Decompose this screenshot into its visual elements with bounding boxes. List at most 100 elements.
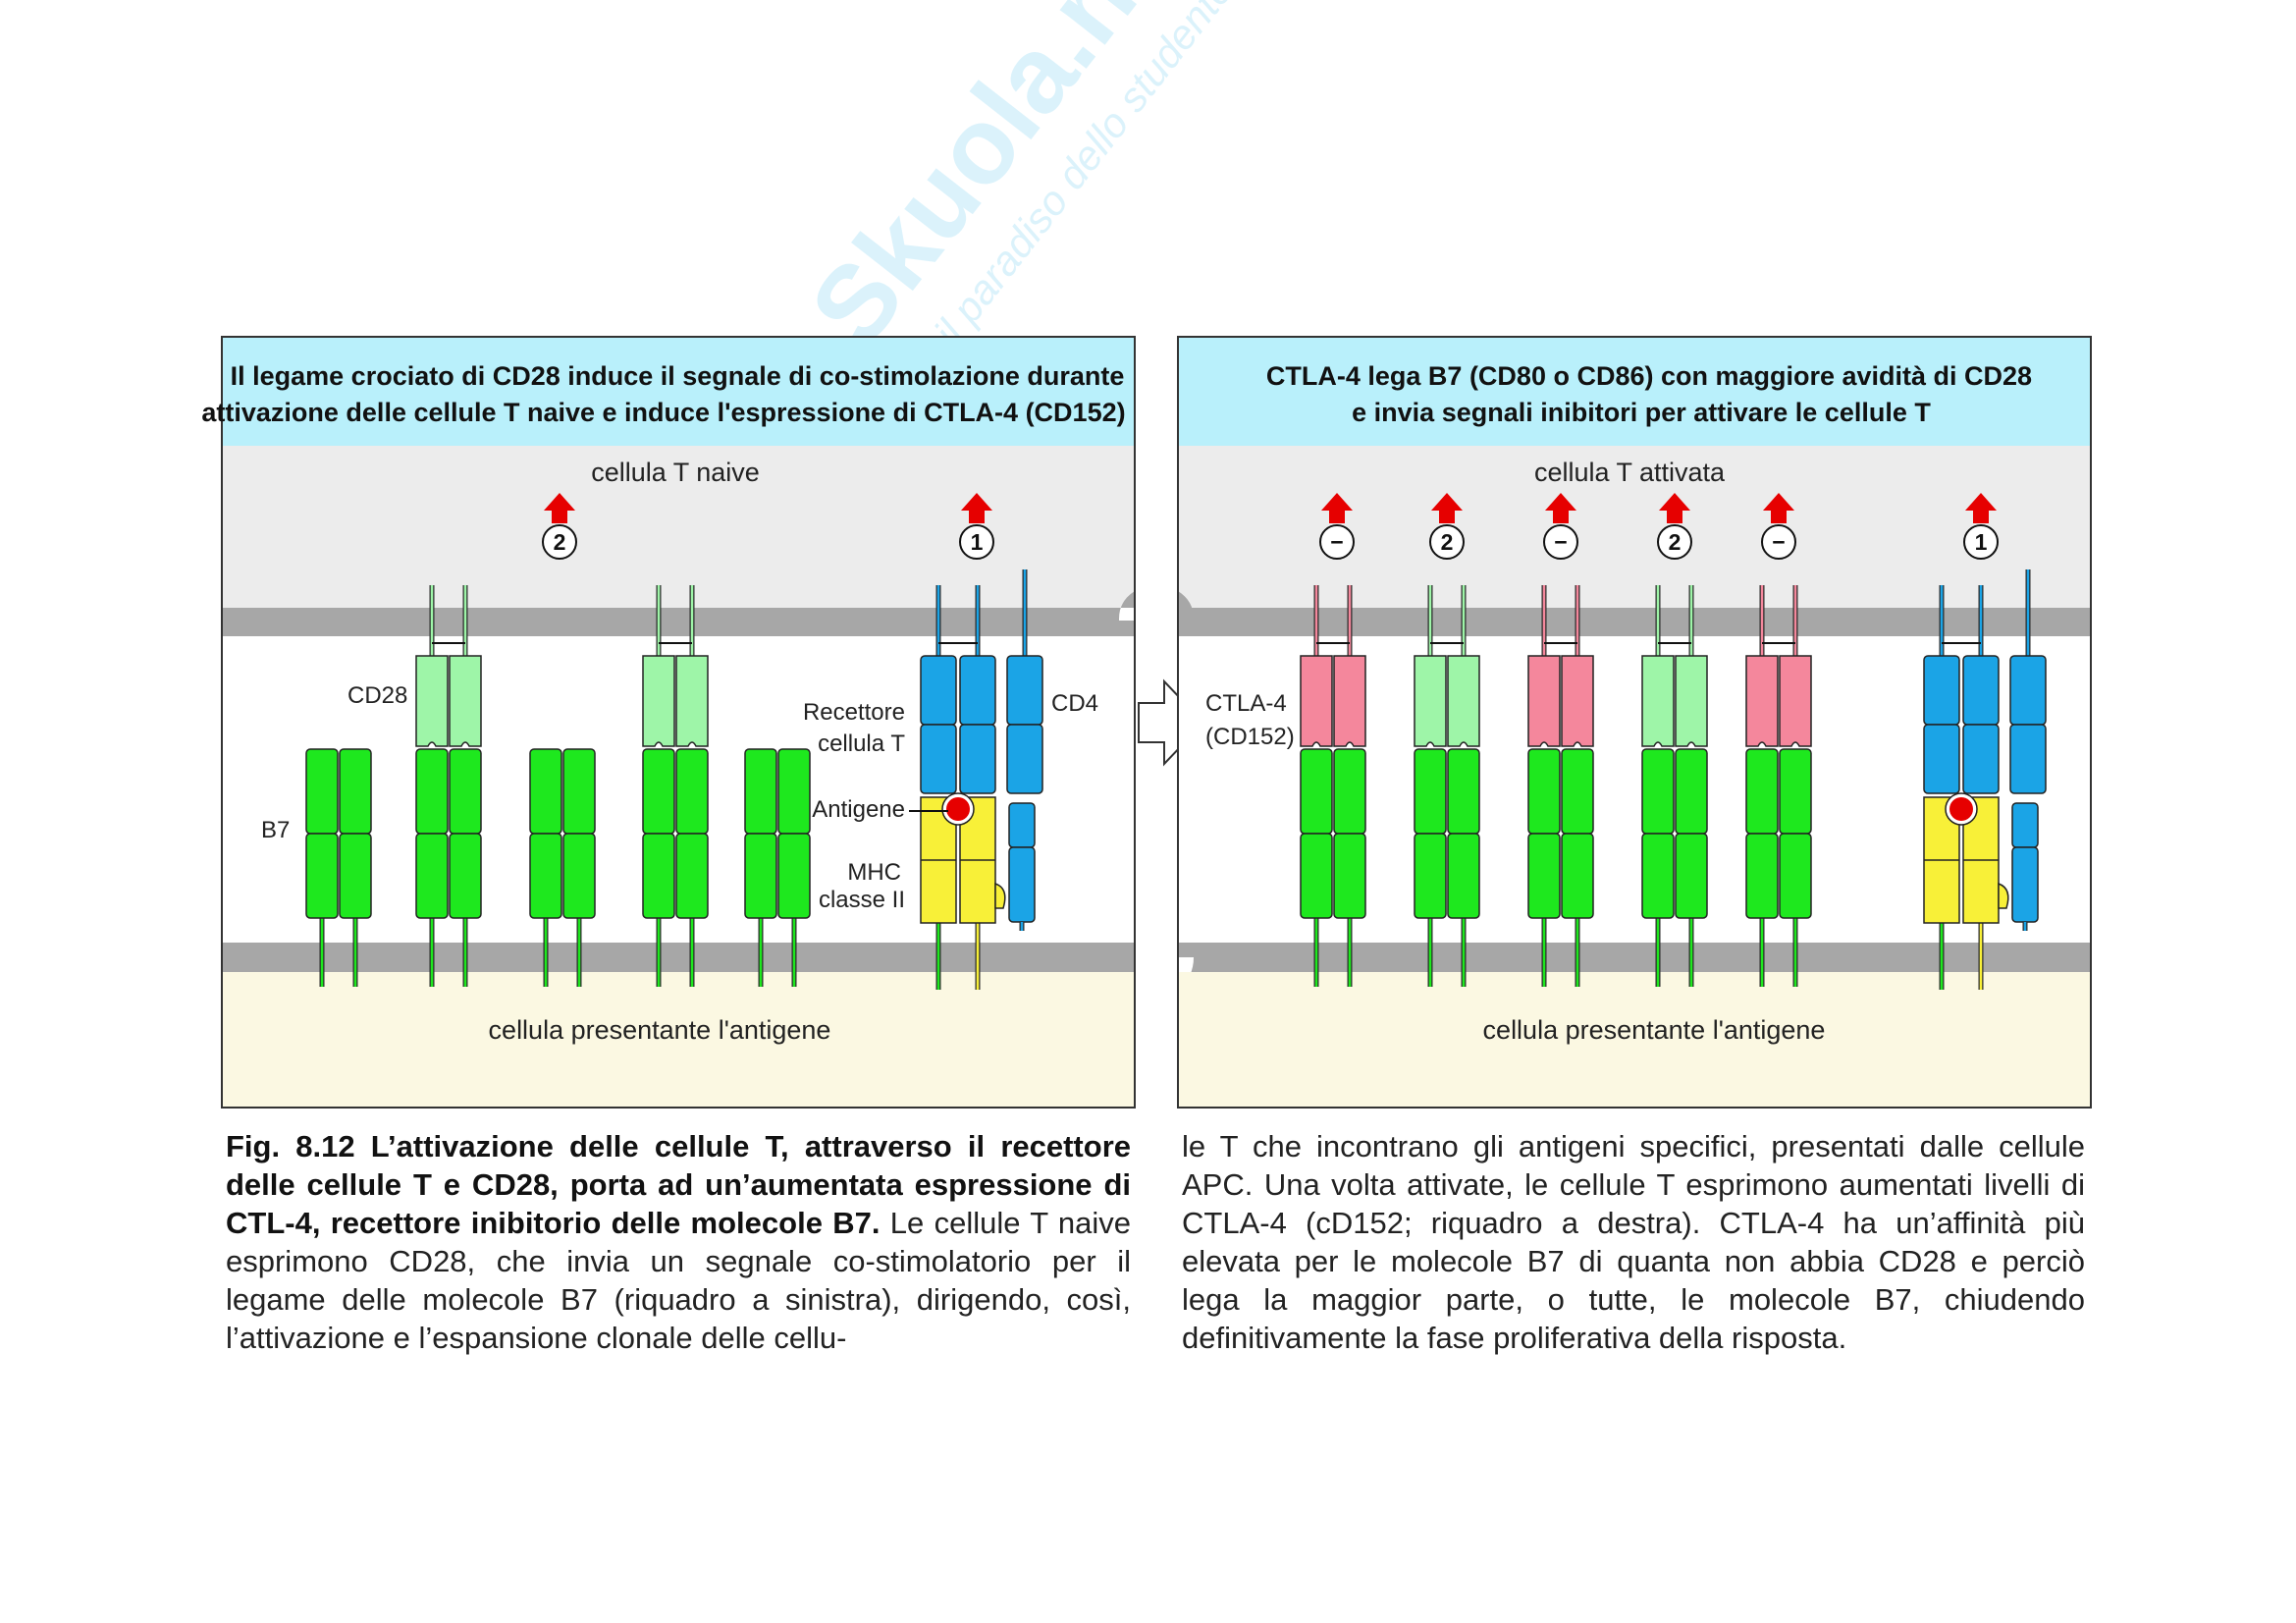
b7-domain <box>339 833 372 919</box>
b7-domain <box>529 748 562 835</box>
left-apc-membrane <box>222 943 1135 972</box>
caption-right: le T che incontrano gli antigeni specifi… <box>1182 1129 2085 1355</box>
tcr-domain <box>1962 724 2000 794</box>
ctla4-molecule <box>1527 585 1594 747</box>
b7-domain <box>1527 833 1561 919</box>
b7-domain <box>415 833 449 919</box>
b7-molecule <box>1300 748 1366 987</box>
b7-domain <box>1561 833 1594 919</box>
mhc-bump <box>1998 882 2009 909</box>
right-apc-cell <box>1178 972 2091 1108</box>
b7-domain <box>744 748 777 835</box>
right-panel <box>1178 337 2091 1108</box>
b7-molecule <box>1641 748 1708 987</box>
signal-arrow-icon <box>544 493 575 523</box>
tcr-domain <box>1962 655 2000 726</box>
signal-label: − <box>1772 529 1785 555</box>
right-title-bar <box>1178 337 2091 446</box>
tcr-complex <box>920 569 1043 990</box>
left-top-cell-label: cellula T naive <box>591 458 760 487</box>
ctla4-molecule-domain <box>1561 655 1594 747</box>
mhc-label-line2: classe II <box>819 887 905 913</box>
b7-domain <box>1641 833 1675 919</box>
ctla4-label-line1: CTLA-4 <box>1205 690 1287 717</box>
cd28-molecule-domain <box>449 655 482 747</box>
signal-circle <box>959 524 994 560</box>
b7-domain <box>675 748 709 835</box>
cd28-molecule-domain <box>675 655 709 747</box>
b7-molecule <box>415 748 482 987</box>
caption-left: Fig. 8.12 L’attivazione delle cellule T,… <box>226 1127 1131 1357</box>
b7-domain <box>642 748 675 835</box>
signal-circle <box>1761 524 1796 560</box>
signal-indicator: − <box>1543 493 1578 560</box>
b7-molecule <box>529 748 596 987</box>
signal-label: − <box>1330 529 1343 555</box>
b7-domain <box>744 833 777 919</box>
cd28-molecule-domain <box>1414 655 1447 747</box>
b7-domain <box>305 833 339 919</box>
b7-domain <box>777 748 811 835</box>
b7-domain <box>777 833 811 919</box>
signal-circle <box>1543 524 1578 560</box>
b7-domain <box>1447 748 1480 835</box>
b7-domain <box>1641 748 1675 835</box>
b7-domain <box>415 748 449 835</box>
b7-domain <box>1414 748 1447 835</box>
left-apc-cell <box>222 972 1135 1108</box>
b7-domain <box>1447 833 1480 919</box>
signal-arrow-icon <box>961 493 992 523</box>
b7-domain <box>1333 833 1366 919</box>
tcr-domain <box>959 724 996 794</box>
signal-arrow-icon <box>1763 493 1794 523</box>
cd4-domain <box>1006 655 1043 726</box>
b7-domain <box>675 833 709 919</box>
b7-domain <box>1675 833 1708 919</box>
b7-domain <box>1779 748 1812 835</box>
caption-left-text: Le cellule T naive esprimono CD28, che i… <box>226 1206 1131 1355</box>
antigen-dot <box>1949 797 1973 821</box>
signal-circle <box>1319 524 1355 560</box>
right-top-cell-label: cellula T attivata <box>1534 458 1726 487</box>
cd28-molecule-domain <box>1447 655 1480 747</box>
b7-domain <box>339 748 372 835</box>
left-panel <box>222 337 1135 1108</box>
b7-molecule <box>642 748 709 987</box>
right-title-line2: e invia segnali inibitori per attivare l… <box>1352 398 1931 427</box>
right-t-membrane <box>1178 591 2091 636</box>
b7-domain <box>1300 748 1333 835</box>
cd28-molecule-domain <box>415 655 449 747</box>
cd4-label: CD4 <box>1051 690 1098 717</box>
signal-arrow-icon <box>1431 493 1463 523</box>
b7-domain <box>1527 748 1561 835</box>
right-bottom-cell-label: cellula presentante l'antigene <box>1483 1015 1826 1045</box>
b7-domain <box>1745 748 1779 835</box>
left-t-membrane <box>222 591 1135 636</box>
signal-arrow-icon <box>1965 493 1997 523</box>
cd28-molecule-domain <box>1641 655 1675 747</box>
cd4-domain <box>1006 724 1043 794</box>
signal-indicator: 1 <box>959 493 994 560</box>
cd28-molecule <box>1641 585 1708 747</box>
cd28-molecule <box>642 585 709 747</box>
signal-arrow-icon <box>1659 493 1690 523</box>
b7-molecule <box>1745 748 1812 987</box>
tcr-label-line1: Recettore <box>803 699 905 726</box>
cd28-molecule <box>415 585 482 747</box>
right-apc-membrane <box>1178 943 2091 992</box>
ctla4-molecule <box>1300 585 1366 747</box>
cd28-label: CD28 <box>347 682 407 709</box>
signal-indicator: − <box>1319 493 1355 560</box>
ctla4-molecule-domain <box>1333 655 1366 747</box>
b7-domain <box>562 833 596 919</box>
caption-bold: Fig. 8.12 L’attivazione delle cellule T,… <box>226 1129 1131 1240</box>
ctla4-molecule <box>1745 585 1812 747</box>
b7-domain <box>1333 748 1366 835</box>
signal-circle <box>1963 524 1999 560</box>
cd4-domain <box>2009 724 2047 794</box>
ctla4-molecule-domain <box>1527 655 1561 747</box>
signal-circle <box>542 524 577 560</box>
b7-domain <box>1300 833 1333 919</box>
b7-molecule <box>744 748 811 987</box>
tcr-domain <box>959 655 996 726</box>
